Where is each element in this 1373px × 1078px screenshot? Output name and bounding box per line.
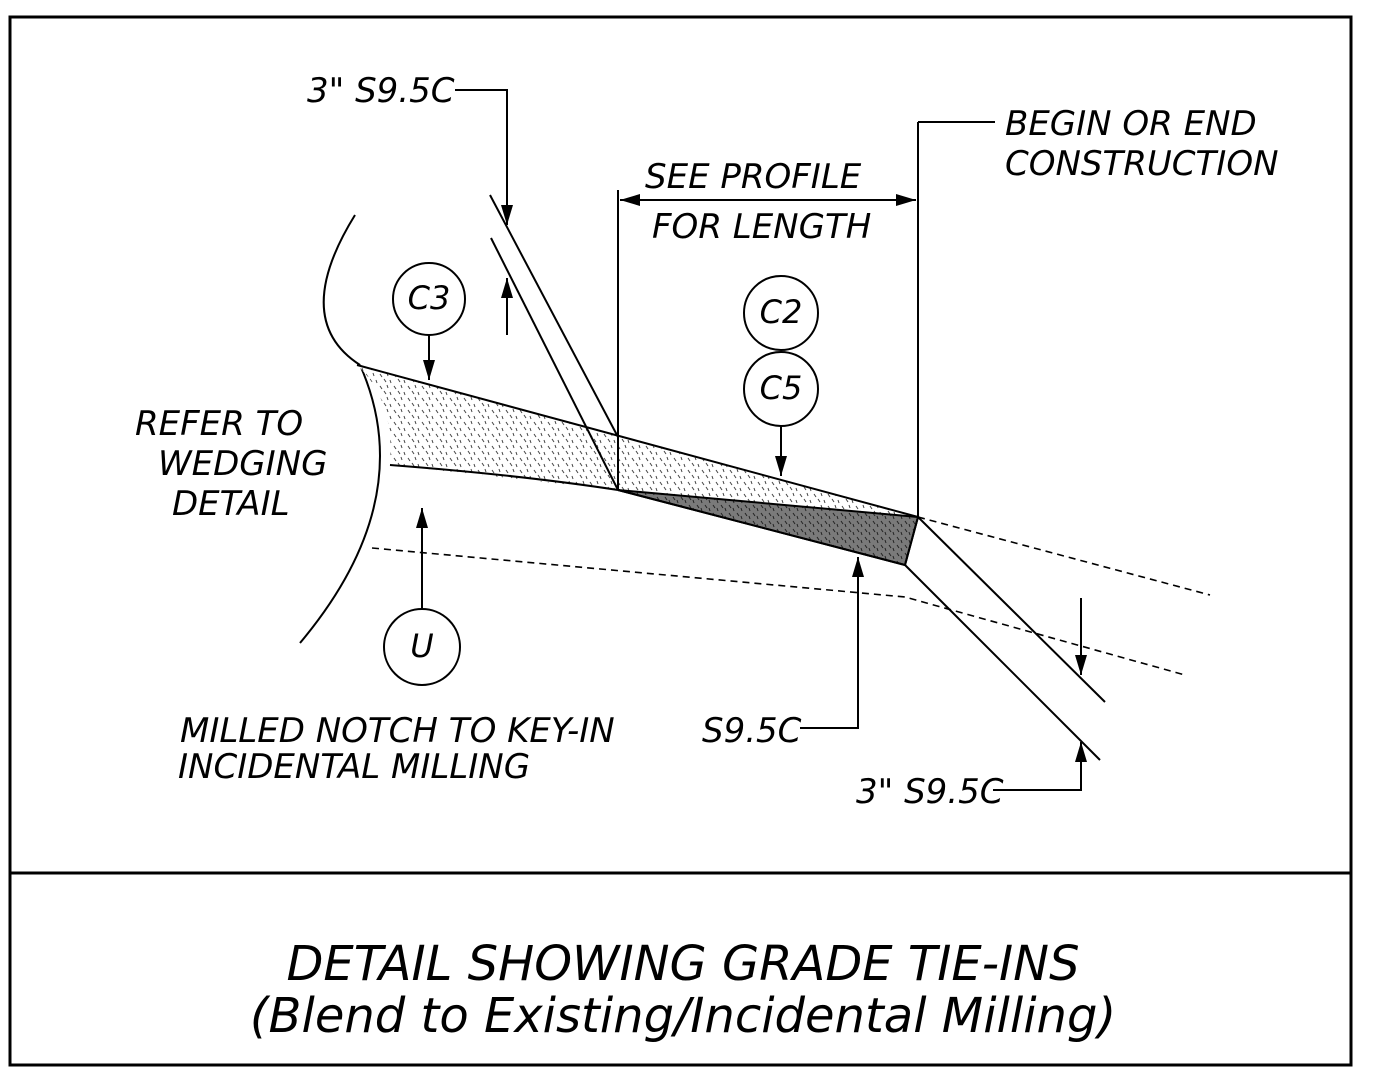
s95c-leader [800, 557, 864, 729]
right-slope-outer [917, 516, 1106, 703]
begin-end-label-2: CONSTRUCTION [1005, 144, 1279, 184]
refer-label-3: DETAIL [172, 484, 290, 524]
notch-end-line [904, 516, 919, 566]
title-line-2: (Blend to Existing/Incidental Milling) [250, 988, 1116, 1044]
existing-dashed-lower [371, 547, 1186, 676]
bottom-s95c-label: 3" S9.5C [856, 772, 1004, 812]
refer-label-2: WEDGING [158, 444, 327, 484]
u-tag: U [410, 627, 433, 665]
begin-end-label-1: BEGIN OR END [1005, 104, 1257, 144]
outer-frame [8, 15, 1353, 1067]
c2-tag: C2 [760, 293, 803, 331]
milled-label-1: MILLED NOTCH TO KEY-IN [180, 711, 615, 751]
existing-dashed-upper [917, 516, 1211, 596]
see-profile-label-2: FOR LENGTH [652, 207, 871, 247]
left-slope-outer [489, 194, 619, 438]
right-slope-inner [904, 564, 1101, 761]
proposed-surface-line [356, 364, 919, 518]
s95c-label: S9.5C [702, 711, 802, 751]
title-line-1: DETAIL SHOWING GRADE TIE-INS [286, 936, 1079, 992]
refer-label-1: REFER TO [135, 404, 303, 444]
see-profile-label-1: SEE PROFILE [645, 157, 862, 197]
existing-top-line [389, 464, 619, 491]
top-s95c-label: 3" S9.5C [307, 71, 455, 111]
wedging-arc [322, 214, 361, 366]
milled-label-2: INCIDENTAL MILLING [178, 747, 530, 787]
wedge-fill [357, 365, 618, 490]
notch-bottom-line [617, 489, 906, 566]
wedging-arc-lower [299, 364, 381, 644]
c3-tag: C3 [408, 279, 451, 317]
c2-tag-circle [743, 275, 819, 351]
bottom-s95c-leader [993, 742, 1087, 791]
c5-tag: C5 [760, 369, 803, 407]
top-s95c-leader [455, 89, 513, 225]
